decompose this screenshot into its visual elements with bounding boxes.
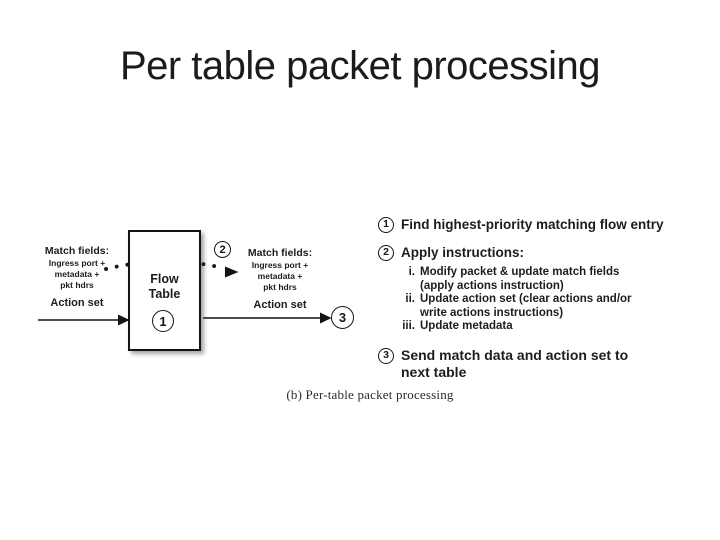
substep-iii-row: iii. Update metadata [392,320,513,334]
substep-ii-line1: Update action set (clear actions and/or [420,293,632,305]
step-3-line2: next table [401,364,467,380]
metadata-label: metadata + [54,269,100,279]
substep-i-text: Modify packet & update match fields (app… [420,266,619,293]
action-set-input-arrowhead-icon [118,314,130,326]
circled-number-1-badge: 1 [152,310,174,332]
page-title: Per table packet processing [119,44,601,88]
ingress-port-label: Ingress port + [251,260,309,270]
action-set-label: Action set [253,299,307,311]
circled-number-1-badge: 1 [378,216,394,233]
circled-number-3-badge: 3 [378,347,394,364]
output-labels-block: Match fields: Ingress port + metadata + … [232,247,328,312]
step-3-row: 3 Send match data and action set to next… [378,347,628,381]
match-fields-dashed-arc [104,259,221,271]
metadata-label: metadata + [257,271,303,281]
diagram-connectors [38,259,332,326]
substep-ii-line2: write actions instructions) [420,306,564,319]
pkt-hdrs-label: pkt hdrs [60,280,94,290]
step-1-row: 1 Find highest-priority matching flow en… [378,216,664,233]
match-fields-label: Match fields: [247,247,313,259]
figure-caption: (b) Per-table packet processing [286,387,454,402]
substep-ii-marker: ii. [405,293,415,305]
input-labels-block: Match fields: Ingress port + metadata + … [29,245,125,310]
circled-number-3-badge: 3 [331,306,354,329]
substep-i-line1: Modify packet & update match fields [420,266,620,278]
flow-table-label-line2: Table [148,286,181,301]
substep-iii-line1: Update metadata [420,320,513,332]
action-set-output-arrowhead-icon [320,312,332,324]
flow-table-label: Flow Table [128,272,201,301]
step-2-text: Apply instructions: [401,245,525,260]
pkt-hdrs-label: pkt hdrs [263,282,297,292]
substep-ii-text: Update action set (clear actions and/or … [420,293,632,320]
match-fields-arrowhead-icon [225,266,239,278]
circled-number-2-badge: 2 [378,244,394,261]
step-3-line1: Send match data and action set to [401,347,629,363]
circled-number-2-badge: 2 [214,241,231,258]
step-2-row: 2 Apply instructions: [378,244,524,261]
substep-iii-text: Update metadata [420,320,513,334]
substep-i-row: i. Modify packet & update match fields (… [392,266,620,293]
substep-i-marker: i. [408,266,415,278]
ingress-port-label: Ingress port + [48,258,106,268]
step-3-text: Send match data and action set to next t… [401,347,628,381]
action-set-label: Action set [50,297,104,309]
substep-ii-row: ii. Update action set (clear actions and… [392,293,632,320]
flow-table-label-line1: Flow [150,272,179,286]
step-1-text: Find highest-priority matching flow entr… [401,217,664,232]
match-fields-label: Match fields: [44,245,110,257]
substep-iii-marker: iii. [402,320,415,332]
substep-i-line2: (apply actions instruction) [420,279,564,292]
